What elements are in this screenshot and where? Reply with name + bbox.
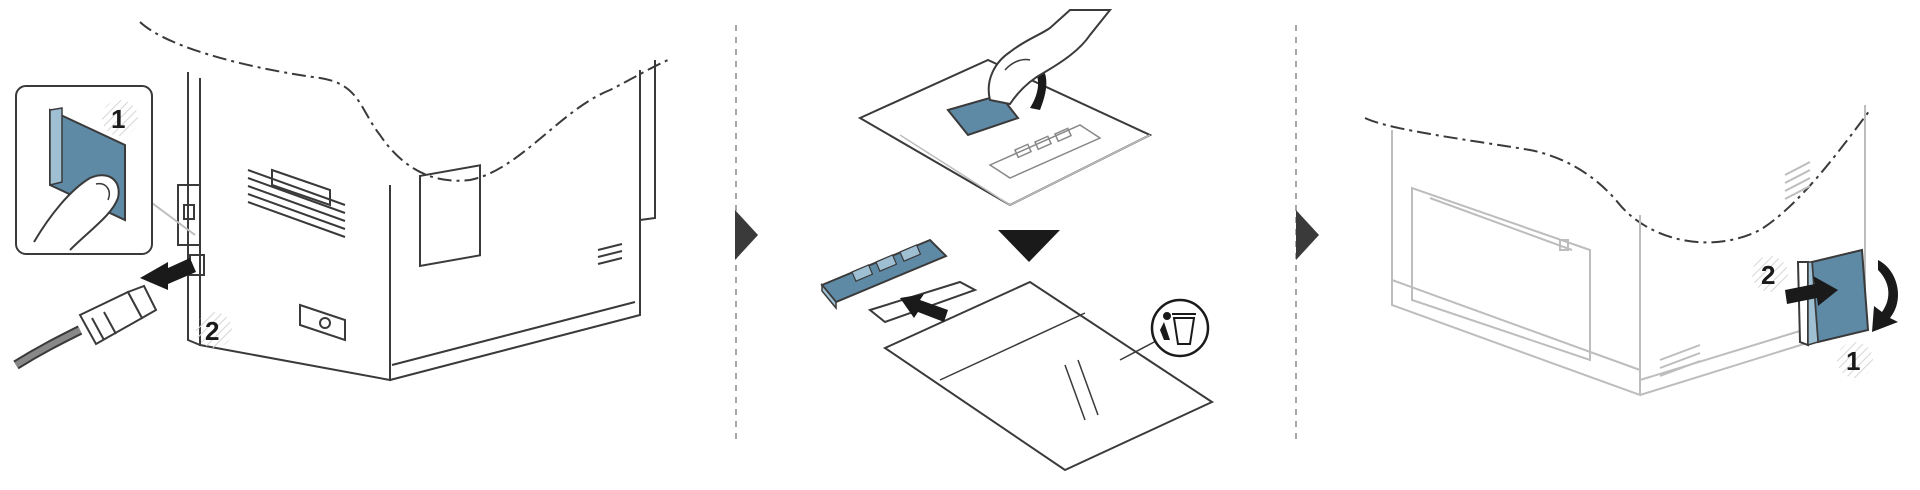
cover-swing-arrow bbox=[1872, 260, 1899, 332]
panel-memory-module bbox=[820, 9, 1215, 472]
callout-label-2: 2 bbox=[205, 316, 219, 346]
panel-open-cover: 2 1 bbox=[1364, 105, 1899, 397]
printer-cutaway-outline bbox=[1364, 109, 1871, 244]
finger-icon bbox=[33, 174, 120, 251]
printer-cutaway-outline bbox=[139, 21, 669, 182]
chevron-right-icon bbox=[735, 210, 758, 260]
bag-glare bbox=[1064, 359, 1099, 421]
cover-pull-arrow bbox=[1785, 276, 1838, 306]
hand-icon bbox=[987, 9, 1113, 106]
memory-module-outline bbox=[988, 124, 1102, 179]
callout-label-1: 1 bbox=[111, 104, 125, 134]
memory-module bbox=[820, 238, 948, 311]
printer-front-body bbox=[1391, 105, 1866, 397]
bag-seal-tab bbox=[946, 93, 1020, 137]
panel-power-off: 1 2 bbox=[13, 21, 669, 382]
printer-rear-body bbox=[187, 60, 656, 382]
control-board-cover bbox=[1796, 248, 1870, 347]
slide-out-arrow-icon bbox=[900, 294, 948, 322]
chevron-right-icon bbox=[1296, 210, 1319, 260]
rear-vent bbox=[247, 169, 623, 265]
antistatic-bag-bottom bbox=[882, 280, 1215, 472]
callout-label-1b: 1 bbox=[1846, 346, 1860, 376]
callout-label-2b: 2 bbox=[1761, 260, 1775, 290]
down-triangle-icon bbox=[998, 230, 1060, 262]
side-vent bbox=[1659, 161, 1811, 377]
power-switch-callout: 1 bbox=[15, 85, 196, 255]
recycle-bin-icon bbox=[1119, 298, 1210, 361]
power-cord bbox=[13, 284, 158, 370]
unplug-arrow bbox=[140, 258, 196, 290]
